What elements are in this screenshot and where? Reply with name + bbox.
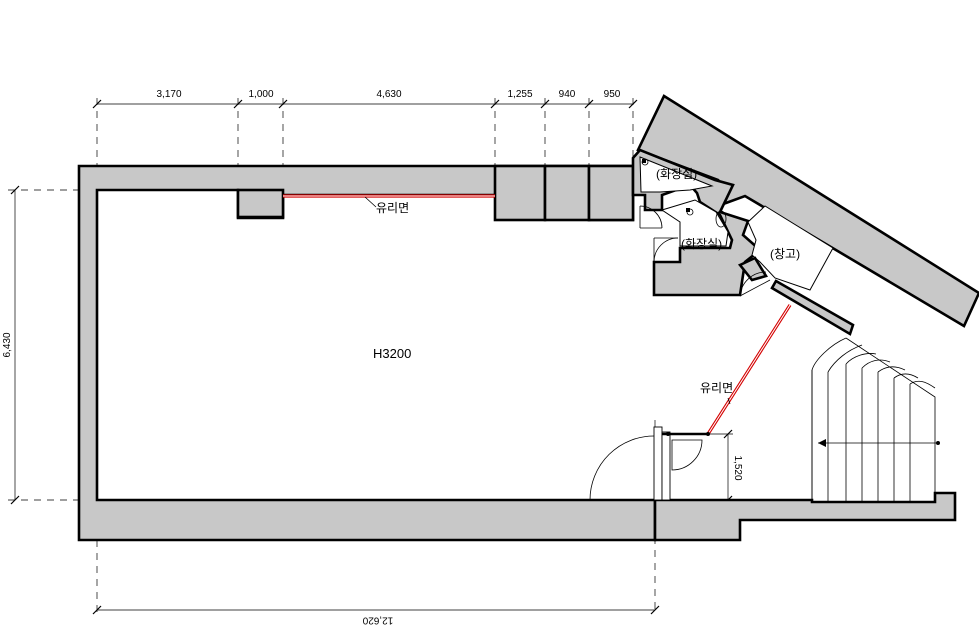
toilet-fixtures: [641, 158, 727, 228]
storage-wall: [737, 256, 769, 282]
left-dimension: 6,430: [2, 185, 20, 505]
bottom-dimension: 12,620: [92, 605, 660, 625]
label-glass-top: 유리면: [376, 201, 409, 215]
door-dimension: 1,520: [708, 429, 743, 505]
dim-top-6: 950: [604, 89, 621, 100]
dim-top-5: 940: [559, 89, 576, 100]
storage-door: [739, 271, 771, 297]
main-wall: [77, 164, 657, 542]
dim-door: 1,520: [732, 455, 743, 480]
top-dimension-chain: 3,170 1,000 4,630 1,255 940 950: [92, 89, 638, 109]
stairs: [811, 337, 940, 503]
partition-wall: [770, 279, 855, 336]
top-wall-pieces: [236, 164, 635, 222]
toilet-interiors: [639, 156, 834, 291]
dim-top-1: 3,170: [156, 89, 181, 100]
dim-left: 6,430: [2, 332, 13, 357]
label-glass-right: 유리면: [700, 381, 733, 395]
label-toilet-1: (화장실): [656, 167, 697, 181]
dim-bottom: 12,620: [362, 614, 393, 625]
dim-top-4: 1,255: [507, 89, 532, 100]
label-ceiling-height: H3200: [373, 346, 411, 361]
glass-wall-diagonal: [706, 304, 792, 435]
dim-top-2: 1,000: [248, 89, 273, 100]
toilet-door-2: [653, 237, 679, 263]
toilet-door-1: [639, 205, 663, 229]
entrance-door: [589, 426, 710, 501]
dim-top-3: 4,630: [376, 89, 401, 100]
label-storage: (창고): [770, 247, 800, 261]
label-toilet-2: (화장실): [681, 237, 722, 251]
